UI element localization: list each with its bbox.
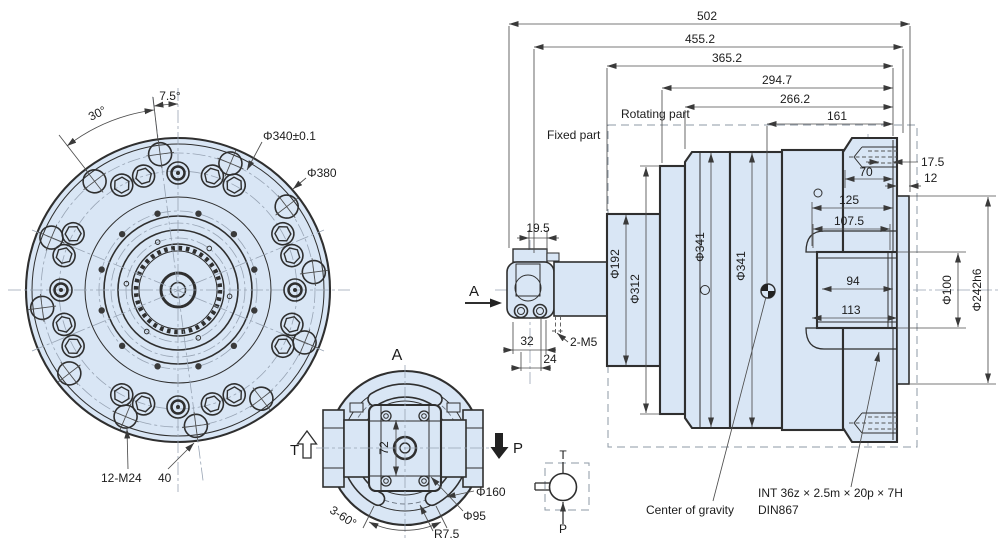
flange-bolt-recess-top <box>849 146 897 168</box>
detail-t-label: T <box>290 442 299 459</box>
dim-113: 113 <box>841 303 860 317</box>
din-standard-label: DIN867 <box>758 503 799 517</box>
detail-p-label: P <box>513 440 523 457</box>
torque-up-arrow-icon <box>296 429 318 459</box>
pilot-spigot <box>896 195 910 385</box>
dim-d312: Φ312 <box>628 274 642 304</box>
dim-455-2: 455.2 <box>685 32 715 46</box>
load-down-arrow-icon <box>490 433 509 459</box>
front-bolt-circle-label: Φ340±0.1 <box>263 129 316 143</box>
rotating-part-label: Rotating part <box>621 107 690 121</box>
detail-width-dim: 72 <box>377 441 391 455</box>
dim-94: 94 <box>846 274 860 288</box>
detail-view-a: 72 A T P Φ160 Φ95 R7.5 3-60° <box>290 347 523 541</box>
front-outer-dia-label: Φ380 <box>307 166 337 180</box>
dim-12: 12 <box>924 171 938 185</box>
front-angle-30: 30° <box>86 103 109 124</box>
motor-assembly <box>506 248 560 319</box>
dim-107-5: 107.5 <box>834 214 864 228</box>
detail-d95-label: Φ95 <box>463 509 486 523</box>
dim-2-m5: 2-M5 <box>570 335 598 349</box>
front-thread-depth-label: 40 <box>158 471 172 485</box>
section-a-label: A <box>469 283 479 300</box>
dim-19-5: 19.5 <box>526 221 550 235</box>
symbol-t-port-label: T <box>559 448 567 462</box>
dim-70: 70 <box>859 165 873 179</box>
adapter-plate <box>553 261 608 317</box>
spline-spec-label: INT 36z × 2.5m × 20p × 7H <box>758 486 903 500</box>
flange-bolt-recess-bottom <box>849 412 897 434</box>
dim-294-7: 294.7 <box>762 73 792 87</box>
center-of-gravity-icon <box>760 283 776 299</box>
side-view: Fixed part Rotating part A 502 455.2 365… <box>465 9 998 517</box>
hydraulic-motor-symbol: T P <box>534 448 590 536</box>
center-of-gravity-label: Center of gravity <box>646 503 734 517</box>
dim-266-2: 266.2 <box>780 92 810 106</box>
dim-24: 24 <box>543 352 557 366</box>
dim-125: 125 <box>839 193 859 207</box>
bearing-section-hatch-bottom <box>805 327 898 350</box>
front-angle-7-5: 7.5° <box>159 89 181 103</box>
dim-161: 161 <box>827 109 847 123</box>
dim-d242h6: Φ242h6 <box>970 268 984 311</box>
dim-17-5: 17.5 <box>921 155 945 169</box>
dim-d100: Φ100 <box>940 275 954 305</box>
dim-d341-2: Φ341 <box>734 251 748 281</box>
detail-fillet-label: R7.5 <box>434 527 460 541</box>
detail-d160-label: Φ160 <box>476 485 506 499</box>
detail-title: A <box>392 347 403 364</box>
front-tapped-holes-label: 12-M24 <box>101 471 142 485</box>
front-view: 30° 7.5° Φ340±0.1 Φ380 12-M24 40 <box>8 88 350 492</box>
internal-spline-teeth <box>133 245 223 335</box>
dim-d341-1: Φ341 <box>693 232 707 262</box>
housing-sections <box>605 148 845 432</box>
fixed-part-label: Fixed part <box>547 128 601 142</box>
dim-365-2: 365.2 <box>712 51 742 65</box>
dim-32: 32 <box>520 334 534 348</box>
dim-502: 502 <box>697 9 717 23</box>
symbol-p-port-label: P <box>559 522 567 536</box>
dim-d192: Φ192 <box>608 249 622 279</box>
section-arrow-icon <box>490 298 502 308</box>
rotating-part-boundary <box>607 124 918 448</box>
